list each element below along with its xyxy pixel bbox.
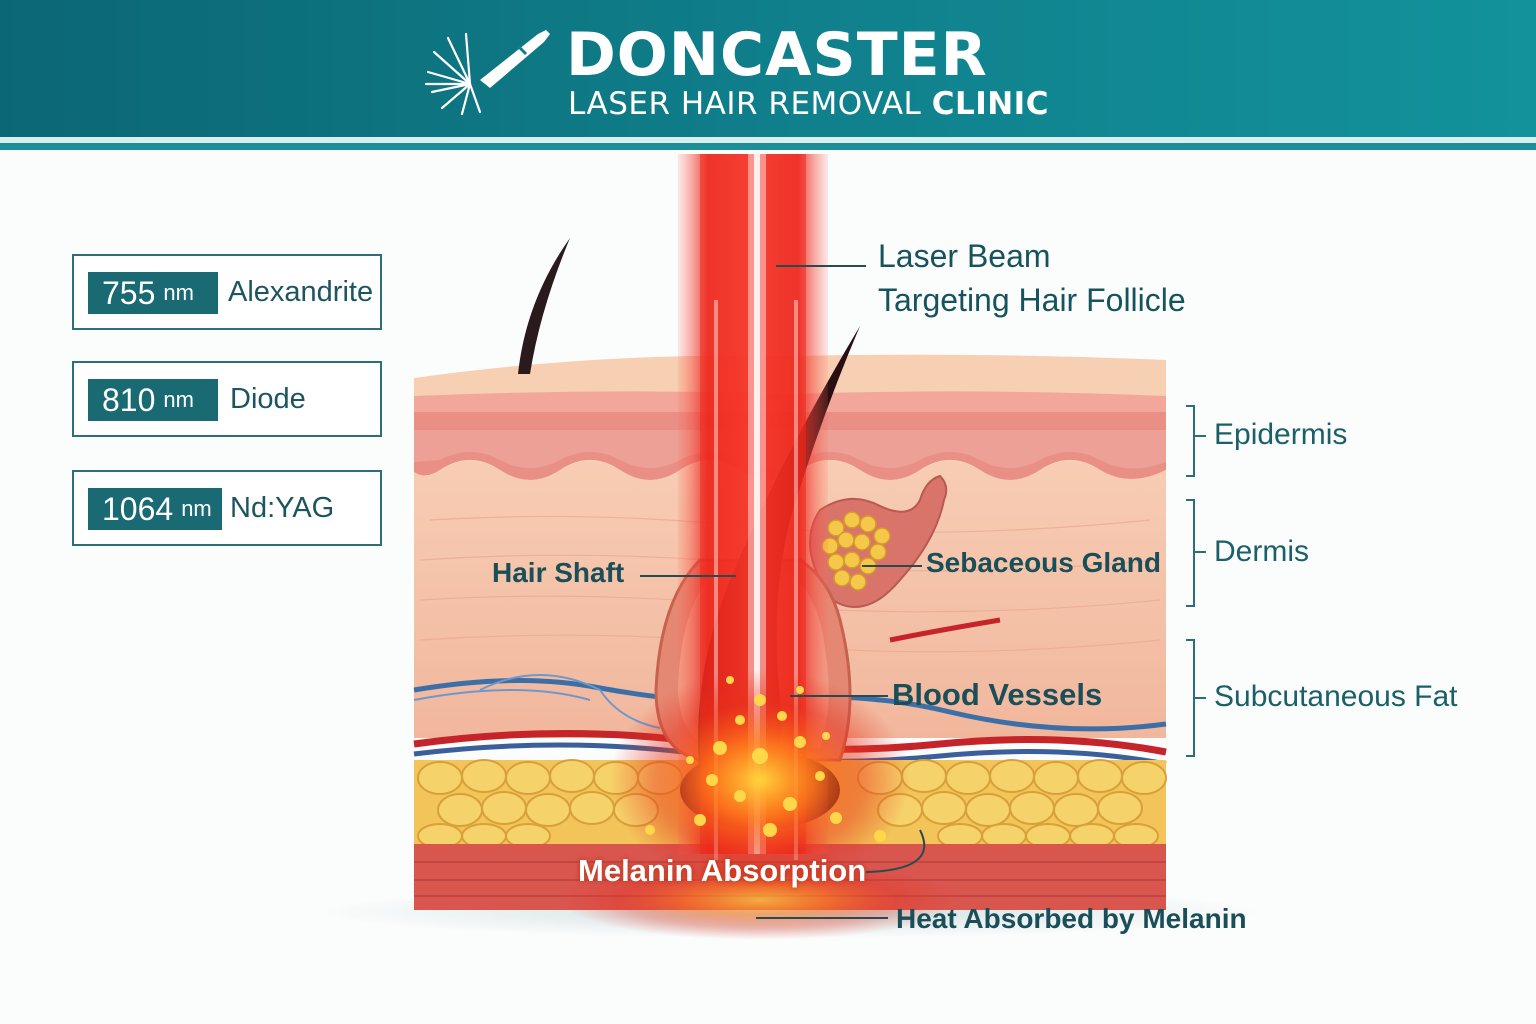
clinic-subtitle: LASER HAIR REMOVAL CLINIC [568,86,1049,122]
layer-brackets [1186,405,1206,757]
wavelength-unit: nm [181,496,212,521]
clinic-subtitle-main: LASER HAIR REMOVAL [568,86,922,122]
header-divider-accent [0,143,1536,150]
clinic-subtitle-bold: CLINIC [931,86,1049,122]
wavelength-card-ndyag: 1064 nm Nd:YAG [72,470,382,546]
surface-hair [518,238,570,374]
laser-type-name: Diode [230,383,306,415]
laser-type-name: Nd:YAG [230,492,335,524]
wavelength-value: 1064 [102,490,174,527]
subcutaneous-fat-label: Subcutaneous Fat [1214,680,1458,713]
wavelength-card-alexandrite: 755 nm Alexandrite [72,254,382,330]
header-divider [0,137,1536,143]
wavelength-value: 755 [102,274,156,311]
laser-beam-label: Laser Beam [878,238,1051,274]
hair-shaft-label: Hair Shaft [492,557,625,588]
blood-vessels-label: Blood Vessels [892,677,1103,712]
epidermis-label: Epidermis [1214,418,1348,451]
wavelength-card-diode: 810 nm Diode [72,361,382,437]
header-banner [0,0,1536,137]
leader-lines [640,265,926,919]
dermis-label: Dermis [1214,535,1309,568]
wavelength-unit: nm [163,280,194,305]
melanin-absorption-label: Melanin Absorption [578,853,867,888]
wavelength-badge: 755 nm [88,272,218,314]
heat-absorbed-label: Heat Absorbed by Melanin [896,903,1247,934]
wavelength-value: 810 [102,381,156,418]
wavelength-badge: 1064 nm [88,488,222,530]
laser-handpiece-logo-icon [424,30,550,116]
clinic-name: DONCASTER [566,20,988,90]
targeting-label: Targeting Hair Follicle [878,282,1186,318]
sebaceous-gland-label: Sebaceous Gland [926,547,1161,578]
wavelength-badge: 810 nm [88,379,218,421]
wavelength-unit: nm [163,387,194,412]
heat-particles [645,676,886,842]
laser-type-name: Alexandrite [228,276,374,308]
heat-glow [610,670,910,890]
